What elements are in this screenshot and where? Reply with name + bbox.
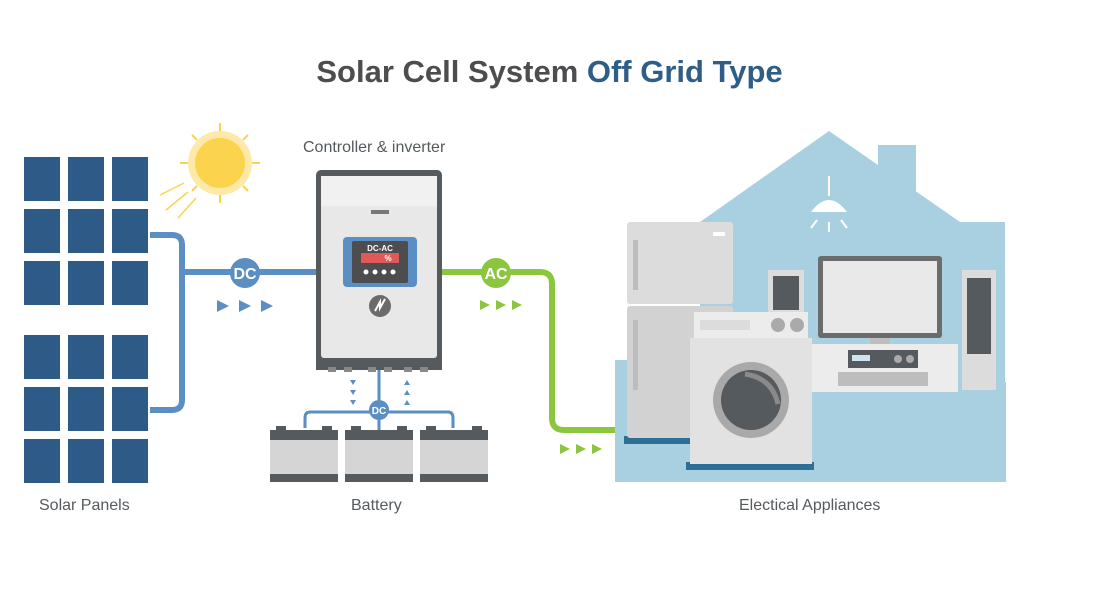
speakers	[768, 270, 996, 390]
washing-machine	[686, 312, 814, 470]
appliances-label: Electical Appliances	[739, 497, 881, 514]
sun-icon	[159, 123, 260, 219]
dc-flow-arrows	[217, 300, 273, 312]
inverter-percent-label: %	[384, 254, 391, 263]
solar-panels	[24, 157, 148, 483]
dc-battery-badge	[369, 400, 389, 420]
ac-badge	[481, 258, 511, 288]
ac-flow-arrows	[480, 300, 602, 454]
title-main: Solar Cell System	[316, 54, 587, 89]
controller-label: Controller & inverter	[303, 139, 446, 156]
battery-flow-arrows	[350, 380, 410, 405]
ac-wire	[442, 269, 615, 433]
page-title: Solar Cell System Off Grid Type	[0, 54, 1099, 90]
dc-badge	[230, 258, 260, 288]
ac-badge-label: AC	[484, 266, 508, 283]
battery-label: Battery	[351, 497, 402, 514]
inverter	[316, 170, 442, 372]
batteries	[270, 426, 488, 482]
lamp-icon	[810, 176, 848, 232]
title-highlight: Off Grid Type	[586, 54, 783, 89]
dc-wire	[150, 232, 316, 413]
inverter-mode-label: DC-AC	[367, 244, 393, 253]
solar-panels-label: Solar Panels	[39, 497, 130, 514]
dc-badge-label: DC	[233, 266, 257, 283]
tv-set	[812, 256, 958, 392]
dc-battery-badge-label: DC	[372, 406, 386, 417]
